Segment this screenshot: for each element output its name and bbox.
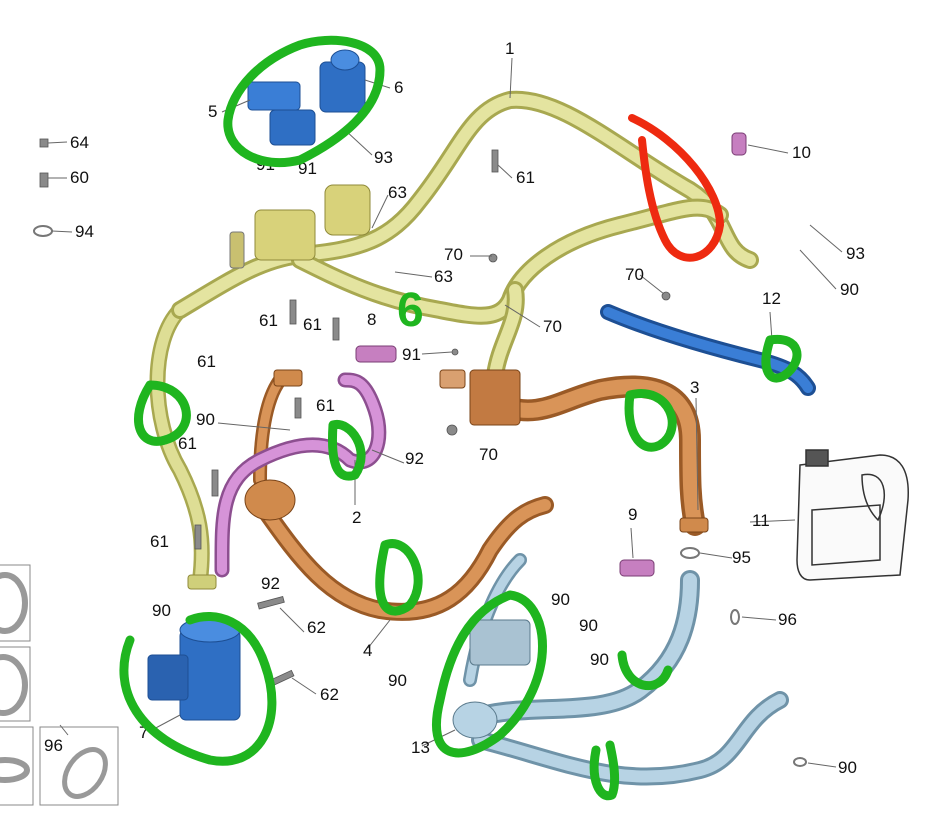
part-label-62: 62: [307, 618, 326, 637]
part-label-2: 2: [352, 508, 361, 527]
part-label-91: 91: [298, 159, 317, 178]
part-label-61: 61: [516, 168, 535, 187]
blue-hose-12: [600, 304, 816, 396]
part-label-9: 9: [628, 505, 637, 524]
green-u-mark-bottom: [589, 740, 620, 801]
part-label-91: 91: [402, 345, 421, 364]
green-d-mark-pink-hose: [327, 420, 366, 481]
o-ring-detail-boxes: [0, 564, 119, 806]
part-label-70: 70: [479, 445, 498, 464]
green-annotations: 6: [119, 35, 802, 801]
part-label-90: 90: [388, 671, 407, 690]
part-label-90: 90: [840, 280, 859, 299]
part-label-90: 90: [152, 601, 171, 620]
part-label-70: 70: [543, 317, 562, 336]
part-label-90: 90: [196, 410, 215, 429]
part-label-93: 93: [846, 244, 865, 263]
green-circle-pump: [119, 612, 277, 766]
part-label-13: 13: [411, 738, 430, 757]
part-label-61: 61: [316, 396, 335, 415]
part-label-92: 92: [261, 574, 280, 593]
part-label-90: 90: [551, 590, 570, 609]
part-label-96: 96: [44, 736, 63, 755]
part-label-60: 60: [70, 168, 89, 187]
sensor-10: [731, 132, 747, 156]
part-label-90: 90: [579, 616, 598, 635]
part-label-10: 10: [792, 143, 811, 162]
handwritten-annotation-6: 6: [397, 284, 424, 337]
blue-valve-assembly: [247, 49, 366, 146]
part-label-62: 62: [320, 685, 339, 704]
coolant-tee-block: [244, 369, 709, 533]
green-d-mark-orange-upper: [624, 389, 677, 452]
thermostat-housing: [187, 184, 371, 590]
part-label-92: 92: [405, 449, 424, 468]
part-label-95: 95: [732, 548, 751, 567]
part-label-94: 94: [75, 222, 94, 241]
part-label-90: 90: [590, 650, 609, 669]
blue-pump-7: [147, 617, 241, 721]
part-label-90: 90: [838, 758, 857, 777]
part-label-11: 11: [752, 511, 770, 530]
part-label-7: 7: [139, 723, 148, 742]
part-label-96: 96: [778, 610, 797, 629]
green-circle-valve-assembly: [223, 35, 385, 168]
part-label-63: 63: [388, 183, 407, 202]
coolant-container-icon: [796, 449, 909, 581]
part-label-12: 12: [762, 289, 781, 308]
part-label-64: 64: [70, 133, 89, 152]
pink-hose: [214, 372, 387, 578]
part-label-8: 8: [367, 310, 376, 329]
part-label-70: 70: [444, 245, 463, 264]
part-label-4: 4: [363, 641, 372, 660]
fasteners: [33, 138, 807, 767]
green-circle-valve-13: [431, 590, 547, 758]
part-label-63: 63: [434, 267, 453, 286]
part-label-93: 93: [374, 148, 393, 167]
part-label-61: 61: [197, 352, 216, 371]
part-label-1: 1: [505, 39, 514, 58]
green-d-mark-blue-hose: [761, 334, 802, 383]
part-label-61: 61: [303, 315, 322, 334]
green-d-mark-orange-hose: [375, 539, 423, 616]
valve-13: [452, 619, 531, 739]
part-label-70: 70: [625, 265, 644, 284]
sensor-8: [355, 345, 397, 363]
part-label-61: 61: [259, 311, 278, 330]
part-label-3: 3: [690, 378, 699, 397]
part-label-61: 61: [178, 434, 197, 453]
green-d-mark-left-hose: [134, 380, 191, 446]
part-label-5: 5: [208, 102, 217, 121]
part-label-6: 6: [394, 78, 403, 97]
red-annotation-mark: [628, 114, 724, 262]
part-label-61: 61: [150, 532, 169, 551]
sensor-9: [619, 559, 655, 577]
green-u-mark-right: [617, 650, 673, 691]
